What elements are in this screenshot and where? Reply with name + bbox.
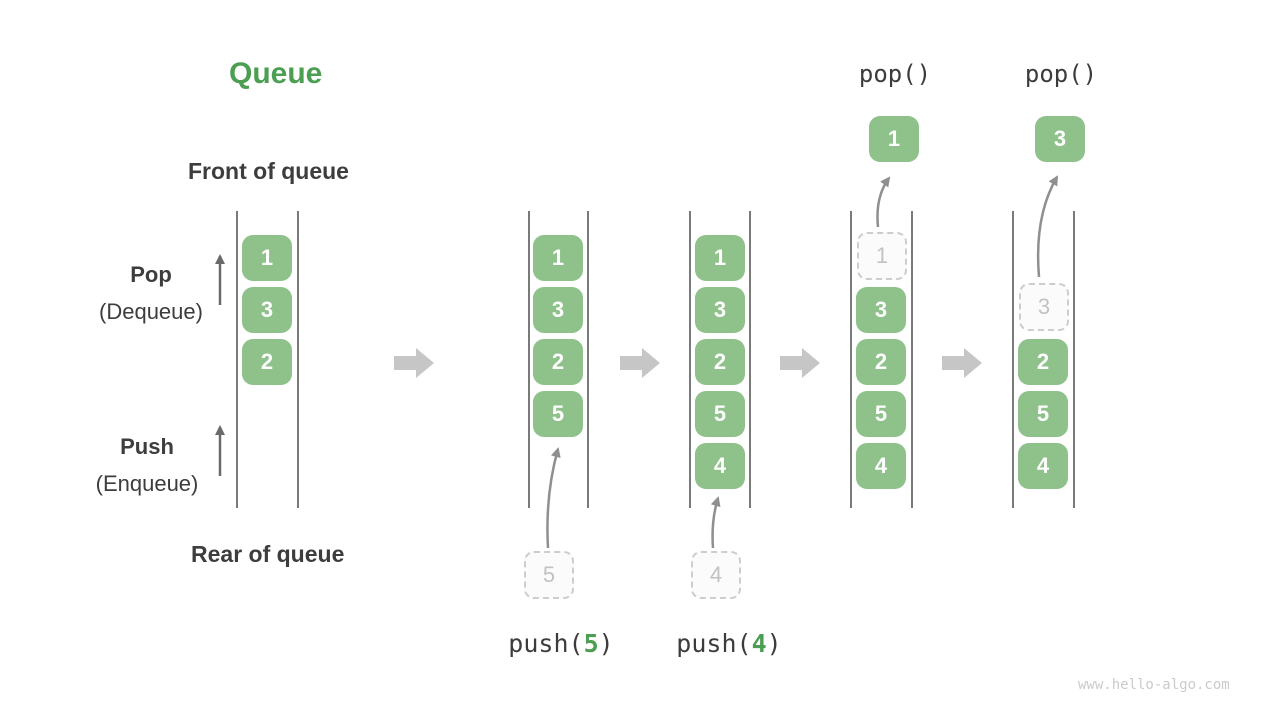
queue-element: 1	[533, 235, 583, 281]
queue-element: 5	[533, 391, 583, 437]
element-value: 1	[713, 245, 727, 270]
queue-element: 1	[242, 235, 292, 281]
element-value: 5	[551, 401, 565, 426]
queue-element: 5	[695, 391, 745, 437]
push-close-text: )	[598, 629, 614, 658]
push-arg: 5	[583, 629, 599, 658]
flow-arrow-icon	[394, 348, 434, 378]
push-side-label: Push (Enqueue)	[57, 428, 237, 503]
push-fn-text: push(	[508, 629, 584, 658]
queue-element: 4	[1018, 443, 1068, 489]
push-call-label: push(5)	[508, 629, 613, 658]
element-value: 5	[1036, 401, 1050, 426]
ghost-value: 1	[875, 243, 889, 268]
popped-value: 1	[887, 126, 901, 151]
ghost-value: 3	[1037, 294, 1051, 319]
watermark: www.hello-algo.com	[1078, 677, 1230, 693]
pop-label: Pop	[130, 262, 172, 287]
pop-side-label: Pop (Dequeue)	[61, 256, 241, 331]
pop-arrow-icon	[876, 176, 891, 228]
push-fn-text: push(	[676, 629, 752, 658]
queue-element: 2	[242, 339, 292, 385]
ghost-value: 5	[542, 562, 556, 587]
pop-call-label: pop()	[858, 60, 932, 88]
push-arrow-icon	[546, 447, 561, 549]
pop-call-label: pop()	[1024, 60, 1098, 88]
queue-element: 3	[695, 287, 745, 333]
element-value: 1	[260, 245, 274, 270]
element-value: 3	[551, 297, 565, 322]
queue-element: 5	[856, 391, 906, 437]
element-value: 2	[551, 349, 565, 374]
queue-element: 3	[533, 287, 583, 333]
element-value: 1	[551, 245, 565, 270]
queue-rails	[236, 211, 1075, 508]
rear-of-queue-label: Rear of queue	[191, 541, 345, 567]
push-arrow-icon	[710, 496, 721, 549]
popped-box: 1	[869, 116, 919, 162]
queue-element: 4	[695, 443, 745, 489]
pop-arrow-icon	[1036, 175, 1059, 278]
queue-element: 1	[695, 235, 745, 281]
queue-element: 2	[856, 339, 906, 385]
push-call-label: push(4)	[676, 629, 781, 658]
element-value: 5	[713, 401, 727, 426]
element-value: 2	[713, 349, 727, 374]
popped-box: 3	[1035, 116, 1085, 162]
flow-arrow-icon	[620, 348, 660, 378]
incoming-element-ghost: 4	[691, 551, 741, 599]
element-value: 2	[874, 349, 888, 374]
element-value: 4	[1036, 453, 1050, 478]
queue-element: 2	[695, 339, 745, 385]
dequeue-label: (Dequeue)	[99, 299, 203, 325]
element-value: 3	[874, 297, 888, 322]
element-value: 2	[260, 349, 274, 374]
diagram-title: Queue	[229, 57, 323, 90]
removed-element-ghost: 1	[857, 232, 907, 280]
queue-element: 4	[856, 443, 906, 489]
queue-element: 3	[242, 287, 292, 333]
incoming-element-ghost: 5	[524, 551, 574, 599]
queue-element: 2	[533, 339, 583, 385]
queue-element: 3	[856, 287, 906, 333]
ghost-value: 4	[709, 562, 723, 587]
flow-arrow-icon	[780, 348, 820, 378]
element-value: 3	[260, 297, 274, 322]
element-value: 5	[874, 401, 888, 426]
queue-element: 2	[1018, 339, 1068, 385]
element-value: 4	[874, 453, 888, 478]
push-close-text: )	[766, 629, 782, 658]
element-value: 2	[1036, 349, 1050, 374]
flow-arrow-icon	[942, 348, 982, 378]
enqueue-label: (Enqueue)	[95, 471, 199, 497]
popped-value: 3	[1053, 126, 1067, 151]
front-of-queue-label: Front of queue	[188, 158, 349, 184]
element-value: 4	[713, 453, 727, 478]
push-arg: 4	[751, 629, 767, 658]
removed-element-ghost: 3	[1019, 283, 1069, 331]
element-value: 3	[713, 297, 727, 322]
queue-element: 5	[1018, 391, 1068, 437]
push-label: Push	[120, 434, 174, 459]
